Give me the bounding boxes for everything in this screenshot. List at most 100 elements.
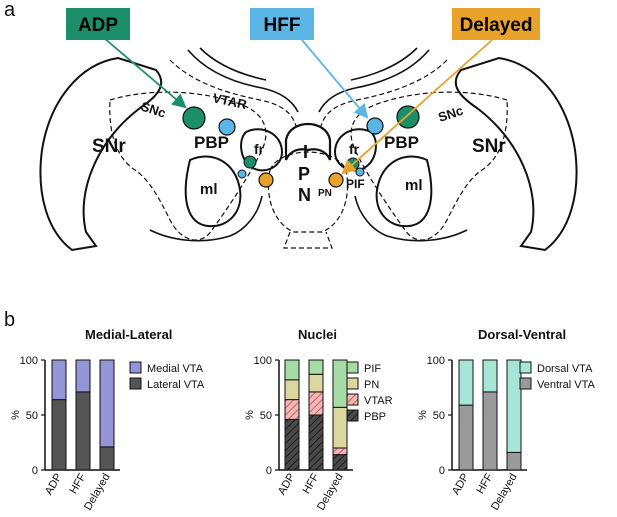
hff-vtar-dot-left — [218, 118, 236, 136]
nuclei-bar-adp-vtar — [284, 399, 300, 420]
delayed-box-label: Delayed — [460, 15, 533, 36]
lower-line-right — [354, 195, 468, 242]
ml-right-outline — [375, 155, 433, 228]
medial-lateral-legend-swatch-lateral-vta — [129, 377, 142, 390]
fr-right-label: fr — [349, 141, 360, 157]
nuclei-bar-adp-pn — [284, 379, 300, 401]
nuclei-legend-label-vtar: VTAR — [364, 395, 393, 407]
dorsal-ventral-bar-delayed-dorsal-vta — [506, 359, 522, 453]
medial-lateral-legend-label-medial-vta: Medial VTA — [147, 363, 204, 375]
hff-pif-dot-left — [237, 169, 247, 179]
adp-pif-dot-left — [243, 155, 257, 169]
nuclei-bar-delayed-pn — [332, 406, 348, 449]
top-line-left — [187, 49, 299, 113]
snc-right-label: SNc — [436, 103, 465, 125]
top-line-right — [318, 49, 430, 113]
nuclei-legend-swatch-pif — [346, 361, 359, 374]
medial-lateral-bar-adp-lateral-vta — [51, 399, 67, 471]
medial-lateral-title: Medial-Lateral — [85, 327, 172, 342]
nuclei-bar-delayed-vtar — [332, 447, 348, 456]
lower-line-left — [149, 195, 263, 242]
hff-vtar-dot-right — [366, 117, 384, 135]
panel-a-letter: a — [4, 0, 16, 21]
ml-right-label: ml — [405, 177, 423, 194]
dorsal-ventral-ytick-label: 100 — [427, 355, 445, 367]
nuclei-bar-hff-pif — [308, 359, 324, 375]
dorsal-ventral-y-label: % — [417, 410, 429, 420]
dorsal-ventral-bar-hff-dorsal-vta — [482, 359, 498, 393]
adp-pbp-dot-right — [396, 105, 420, 129]
ipn-lower-outline — [267, 151, 349, 233]
nuclei-ytick-label: 50 — [260, 410, 272, 422]
nuclei-bar-delayed-pbp — [332, 454, 348, 471]
medial-lateral-bar-hff-medial-vta — [75, 359, 91, 393]
vtar-label: VTAR — [211, 90, 248, 112]
hff-pif-dot-right — [355, 167, 365, 177]
pbp-right-label: PBP — [384, 133, 419, 152]
dorsal-ventral-category-hff: HFF — [475, 471, 496, 496]
ml-left-outline — [184, 155, 242, 228]
dorsal-ventral-legend-swatch-ventral-vta — [519, 377, 532, 390]
nuclei-bar-hff-pbp — [308, 414, 324, 471]
nuclei-ytick-label: 0 — [266, 465, 272, 477]
medial-lateral-ytick-label: 50 — [26, 410, 38, 422]
nuclei-ytick-label: 100 — [254, 355, 272, 367]
dorsal-ventral-title: Dorsal-Ventral — [478, 327, 566, 342]
medial-lateral-ytick-label: 100 — [20, 355, 38, 367]
vta-right-dashed — [320, 59, 448, 127]
delayed-pn-dot-right — [328, 172, 344, 188]
ipn-p-label: P — [298, 164, 310, 184]
adp-box-label: ADP — [78, 15, 118, 36]
nuclei-legend-swatch-pn — [346, 377, 359, 390]
adp-box: ADP — [66, 8, 130, 40]
pif-label: PIF — [346, 177, 365, 191]
nuclei-legend-swatch-vtar — [346, 393, 359, 406]
brain-diagram — [39, 47, 578, 252]
adp-pbp-dot-left — [182, 106, 206, 130]
midline-lower — [283, 231, 333, 249]
hff-box-label: HFF — [264, 15, 301, 36]
nuclei-bar-hff-pn — [308, 373, 324, 393]
ipn-i-label: I — [303, 142, 308, 162]
snc-left-outline — [109, 91, 267, 241]
dorsal-ventral-bar-delayed-ventral-vta — [506, 451, 522, 471]
medial-lateral-category-hff: HFF — [68, 471, 89, 496]
fr-left-label: fr — [254, 141, 265, 157]
medial-lateral-bar-adp-medial-vta — [51, 359, 67, 401]
medial-lateral-y-label: % — [10, 410, 22, 420]
dorsal-ventral-bar-hff-ventral-vta — [482, 391, 498, 471]
nuclei-legend-swatch-pbp — [346, 409, 359, 422]
dorsal-ventral-legend-swatch-dorsal-vta — [519, 361, 532, 374]
medial-lateral-legend-label-lateral-vta: Lateral VTA — [147, 379, 205, 391]
nuclei-legend-label-pif: PIF — [364, 363, 381, 375]
panel-b-letter: b — [4, 309, 15, 331]
adp-arrow — [103, 37, 187, 109]
nuclei-title: Nuclei — [298, 327, 337, 342]
nuclei-legend-label-pn: PN — [364, 379, 379, 391]
top-line-right-2 — [350, 47, 418, 81]
nuclei-bar-adp-pbp — [284, 418, 300, 471]
nuclei-legend-label-pbp: PBP — [364, 411, 386, 423]
dorsal-ventral-ytick-label: 50 — [433, 410, 445, 422]
top-line-left-2 — [199, 47, 267, 81]
nuclei-bar-adp-pif — [284, 359, 300, 381]
dorsal-ventral-bar-adp-dorsal-vta — [458, 359, 474, 406]
snc-right-outline — [350, 91, 508, 241]
snc-left-label: SNc — [139, 99, 168, 121]
ml-left-label: ml — [200, 181, 218, 198]
hff-box: HFF — [250, 8, 314, 40]
vta-left-dashed — [169, 59, 297, 127]
dorsal-ventral-legend-label-dorsal-vta: Dorsal VTA — [537, 363, 593, 375]
delayed-box: Delayed — [452, 8, 540, 40]
delayed-pn-dot-left — [258, 172, 274, 188]
ipn-outline — [284, 122, 332, 161]
hff-arrow — [301, 39, 369, 119]
medial-lateral-bar-delayed-lateral-vta — [99, 446, 115, 471]
dorsal-ventral-ytick-label: 0 — [439, 465, 445, 477]
medial-lateral-bar-hff-lateral-vta — [75, 391, 91, 471]
nuclei-category-hff: HFF — [301, 471, 322, 496]
